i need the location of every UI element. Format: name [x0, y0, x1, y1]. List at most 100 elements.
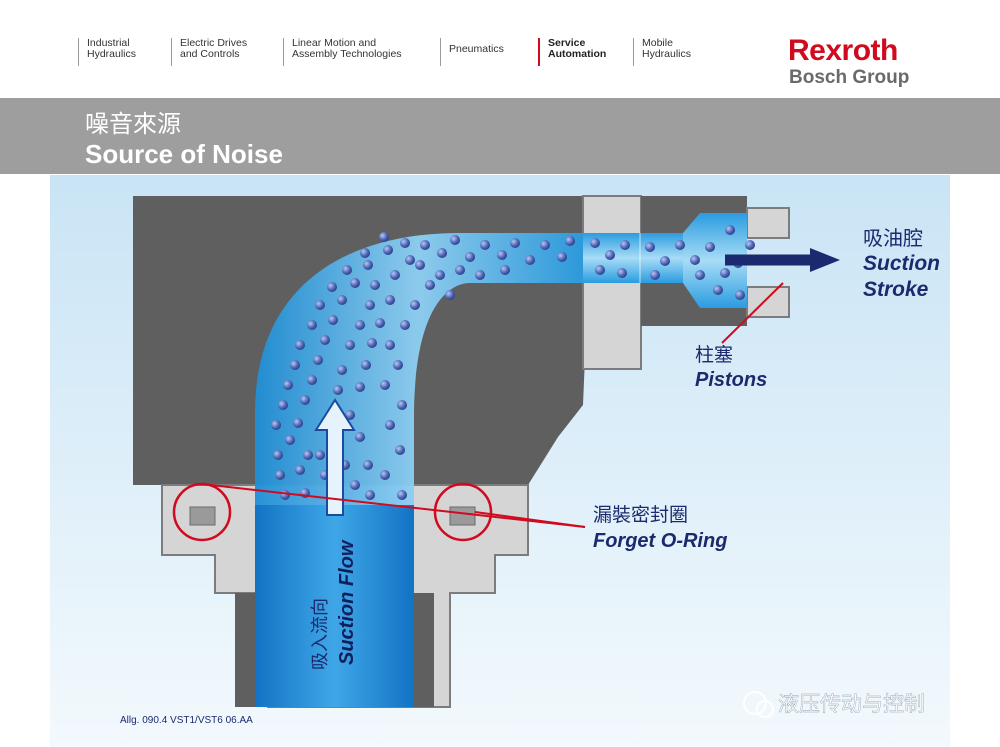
oring-label: Forget O-Ring: [593, 530, 727, 552]
sleeve-left: [235, 593, 255, 707]
air-bubble: [565, 236, 575, 246]
air-bubble: [355, 320, 365, 330]
air-bubble: [617, 268, 627, 278]
air-bubble: [355, 432, 365, 442]
wechat-icon: [743, 691, 767, 715]
fluid-inlet-lower: [255, 505, 414, 707]
air-bubble: [500, 265, 510, 275]
brand-logo: Rexroth: [788, 34, 898, 67]
air-bubble: [365, 490, 375, 500]
fluid-piston-chamber: [683, 213, 747, 308]
oring-pointer-right: [474, 511, 586, 528]
air-bubble: [385, 420, 395, 430]
air-bubble: [393, 360, 403, 370]
nav-item-linear-motion[interactable]: Linear Motion and Assembly Technologies: [283, 38, 402, 66]
air-bubble: [675, 240, 685, 250]
air-bubble: [271, 420, 281, 430]
air-bubble: [295, 340, 305, 350]
top-navigation: Industrial Hydraulics Electric Drives an…: [0, 0, 1000, 98]
air-bubble: [363, 460, 373, 470]
air-bubble: [350, 480, 360, 490]
air-bubble: [480, 240, 490, 250]
sleeve-right: [414, 593, 434, 707]
air-bubble: [313, 355, 323, 365]
air-bubble: [375, 318, 385, 328]
air-bubble: [345, 340, 355, 350]
pistons-label-cn: 柱塞: [695, 344, 733, 366]
nav-item-industrial-hydraulics[interactable]: Industrial Hydraulics: [78, 38, 136, 66]
air-bubble: [290, 360, 300, 370]
cylinder-bore-top: [746, 207, 790, 239]
air-bubble: [650, 270, 660, 280]
air-bubble: [720, 268, 730, 278]
air-bubble: [350, 278, 360, 288]
air-bubble: [605, 250, 615, 260]
air-bubble: [380, 470, 390, 480]
air-bubble: [345, 410, 355, 420]
air-bubble: [397, 490, 407, 500]
air-bubble: [745, 240, 755, 250]
air-bubble: [327, 282, 337, 292]
air-bubble: [315, 300, 325, 310]
air-bubble: [307, 375, 317, 385]
page-title: Source of Noise: [85, 139, 283, 169]
air-bubble: [360, 248, 370, 258]
air-bubble: [278, 400, 288, 410]
air-bubble: [455, 265, 465, 275]
air-bubble: [283, 380, 293, 390]
suction-stroke-label-line2: Stroke: [863, 278, 929, 301]
nav-item-mobile-hydraulics[interactable]: Mobile Hydraulics: [633, 38, 691, 66]
air-bubble: [435, 270, 445, 280]
air-bubble: [465, 252, 475, 262]
title-band: [0, 98, 1000, 174]
air-bubble: [361, 360, 371, 370]
air-bubble: [395, 445, 405, 455]
air-bubble: [385, 295, 395, 305]
air-bubble: [705, 242, 715, 252]
air-bubble: [293, 418, 303, 428]
nav-item-pneumatics[interactable]: Pneumatics: [440, 38, 504, 66]
nav-item-electric-drives[interactable]: Electric Drives and Controls: [171, 38, 247, 66]
air-bubble: [397, 400, 407, 410]
air-bubble: [437, 248, 447, 258]
brand-subtitle: Bosch Group: [789, 67, 910, 88]
pistons-label: Pistons: [695, 369, 767, 391]
air-bubble: [385, 340, 395, 350]
air-bubble: [557, 252, 567, 262]
air-bubble: [497, 250, 507, 260]
air-bubble: [275, 470, 285, 480]
suction-stroke-label-cn: 吸油腔: [863, 227, 923, 250]
nav-item-service-automation[interactable]: Service Automation: [538, 38, 606, 66]
air-bubble: [337, 295, 347, 305]
air-bubble: [320, 335, 330, 345]
suction-stroke-label: Suction: [863, 252, 940, 275]
air-bubble: [295, 465, 305, 475]
air-bubble: [425, 280, 435, 290]
air-bubble: [645, 242, 655, 252]
air-bubble: [285, 435, 295, 445]
air-bubble: [307, 320, 317, 330]
air-bubble: [475, 270, 485, 280]
air-bubble: [280, 490, 290, 500]
air-bubble: [595, 265, 605, 275]
wechat-watermark: 液压传动与控制: [743, 691, 925, 718]
air-bubble: [415, 260, 425, 270]
air-bubble: [735, 290, 745, 300]
air-bubble: [342, 265, 352, 275]
air-bubble: [713, 285, 723, 295]
air-bubble: [367, 338, 377, 348]
air-bubble: [363, 260, 373, 270]
air-bubble: [400, 320, 410, 330]
air-bubble: [510, 238, 520, 248]
page-title-chinese: 噪音來源: [85, 110, 181, 138]
air-bubble: [315, 450, 325, 460]
oring-groove-right: [449, 506, 476, 526]
oring-highlight-right: [433, 482, 493, 542]
air-bubble: [420, 240, 430, 250]
air-bubble: [660, 256, 670, 266]
oring-label-cn: 漏裝密封圈: [593, 504, 688, 526]
air-bubble: [300, 395, 310, 405]
suction-stroke-arrow-head: [810, 248, 840, 272]
air-bubble: [450, 235, 460, 245]
air-bubble: [355, 382, 365, 392]
